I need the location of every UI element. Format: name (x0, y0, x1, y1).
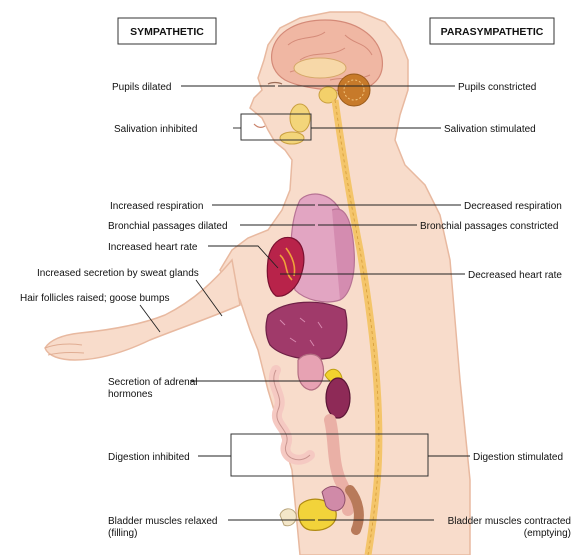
human-body-silhouette (44, 11, 471, 555)
label-sweat-glands: Increased secretion by sweat glands (37, 268, 199, 279)
leader-sweat (195, 279, 223, 317)
mouth (253, 123, 266, 128)
label-pupils-dilated: Pupils dilated (112, 82, 171, 93)
large-intestine (324, 414, 355, 516)
label-adrenal-line1: Secretion of adrenal (108, 377, 198, 388)
label-salivation-inhibited: Salivation inhibited (114, 124, 197, 135)
cerebellum-texture (343, 79, 365, 101)
eye (267, 81, 283, 85)
label-increased-respiration: Increased respiration (110, 201, 203, 212)
cerebellum (337, 73, 371, 107)
liver-texture (279, 317, 323, 347)
label-increased-heart-rate: Increased heart rate (108, 242, 198, 253)
stomach (297, 353, 325, 391)
kidney (325, 377, 351, 419)
heart-vessels (279, 247, 296, 281)
chest-organs (265, 193, 355, 360)
leader-hair (139, 304, 161, 333)
diaphragm-liver (265, 301, 348, 360)
label-adrenal-line2: hormones (108, 389, 152, 400)
parasympathetic-labels: Pupils constricted Salivation stimulated… (420, 82, 571, 539)
leader-lines (139, 85, 470, 521)
label-bronchial-constricted: Bronchial passages constricted (420, 221, 558, 232)
label-decreased-respiration: Decreased respiration (464, 201, 562, 212)
label-bladder-filling: (filling) (108, 528, 137, 539)
salivation-box (240, 113, 312, 141)
label-bladder-contracted: Bladder muscles contracted (448, 516, 571, 527)
right-lung (331, 208, 355, 301)
label-digestion-stimulated: Digestion stimulated (473, 452, 563, 463)
salivary-gland-lower (279, 131, 305, 145)
rectum (345, 485, 364, 535)
spinal-cord-edge (334, 99, 380, 555)
digestion-box (230, 433, 429, 477)
label-bladder-relaxed: Bladder muscles relaxed (108, 516, 218, 527)
salivary-gland (289, 103, 311, 133)
abdomen-organs (268, 353, 364, 535)
label-hair-follicles: Hair follicles raised; goose bumps (20, 293, 170, 304)
label-bladder-emptying: (emptying) (524, 528, 571, 539)
sympathetic-labels: Pupils dilated Salivation inhibited Incr… (20, 82, 228, 539)
label-decreased-heart-rate: Decreased heart rate (468, 270, 562, 281)
pituitary (318, 86, 338, 104)
head-organs (253, 19, 383, 145)
hand-fingers (44, 343, 85, 356)
label-digestion-inhibited: Digestion inhibited (108, 452, 190, 463)
leader-heart-left (208, 245, 279, 269)
label-pupils-constricted: Pupils constricted (458, 82, 536, 93)
header-parasympathetic-text: PARASYMPATHETIC (441, 26, 544, 38)
uterus (321, 485, 346, 512)
label-salivation-stimulated: Salivation stimulated (444, 124, 536, 135)
header-parasympathetic: PARASYMPATHETIC (429, 17, 555, 45)
header-sympathetic: SYMPATHETIC (117, 17, 217, 45)
header-sympathetic-text: SYMPATHETIC (130, 26, 204, 38)
pubic-bone (279, 508, 297, 527)
small-intestine-edge (273, 369, 311, 461)
brainstem (293, 57, 347, 79)
label-bronchial-dilated: Bronchial passages dilated (108, 221, 228, 232)
pelvic-organs (279, 485, 346, 531)
